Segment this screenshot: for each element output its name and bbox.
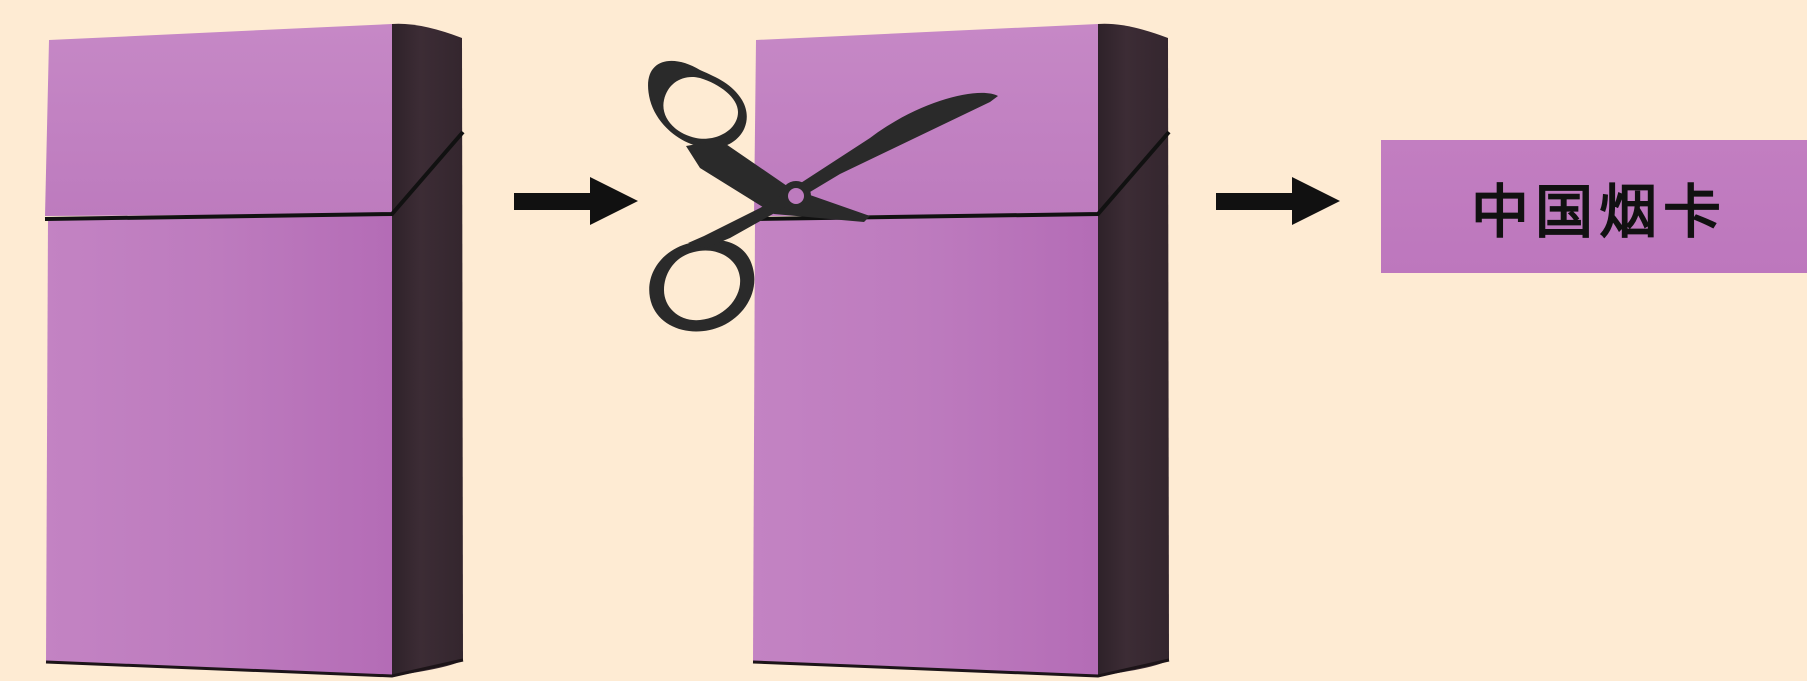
cigarette-box-icon	[45, 24, 463, 676]
arrow-right-icon	[1216, 177, 1340, 225]
cigarette-card: 中国烟卡	[1381, 140, 1807, 273]
cigarette-box-icon	[753, 24, 1169, 676]
arrow-right-icon	[514, 177, 638, 225]
card-label: 中国烟卡	[1471, 165, 1727, 249]
